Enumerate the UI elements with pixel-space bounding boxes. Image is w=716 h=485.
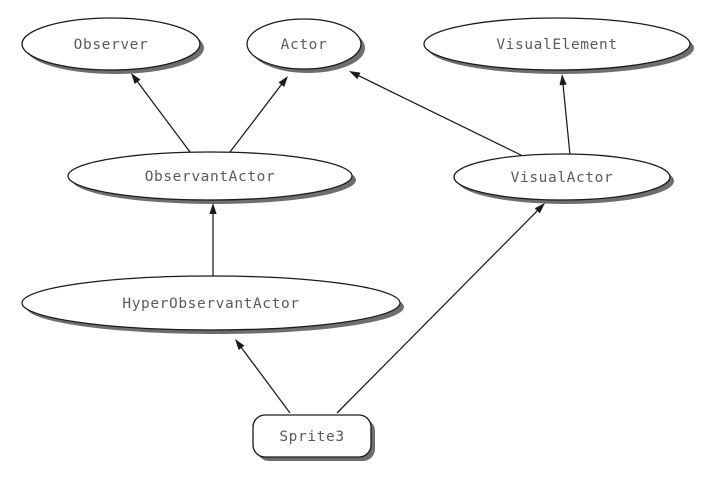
inheritance-edge-sprite3-to-visualactor[interactable] — [336, 208, 540, 414]
edge-layer — [131, 71, 571, 414]
inheritance-arrowhead-observantactor-to-actor — [278, 76, 288, 87]
class-node-label-hyperobservantactor: HyperObservantActor — [122, 296, 299, 312]
inheritance-edge-observantactor-to-actor[interactable] — [229, 82, 284, 153]
class-node-actor[interactable] — [246, 18, 362, 70]
inheritance-edge-sprite3-to-hyperobservantactor[interactable] — [239, 345, 291, 414]
inheritance-arrowhead-observantactor-to-observer — [131, 73, 141, 84]
inheritance-arrowhead-hyperobservantactor-to-observantactor — [209, 203, 217, 214]
class-node-label-sprite3: Sprite3 — [279, 429, 344, 445]
class-node-label-actor: Actor — [281, 37, 328, 53]
class-node-label-visualactor: VisualActor — [511, 170, 614, 186]
class-node-sprite3[interactable] — [252, 414, 372, 458]
class-node-label-observantactor: ObservantActor — [145, 169, 276, 185]
class-node-observer[interactable] — [21, 17, 201, 71]
inheritance-edge-visualactor-to-actor[interactable] — [356, 74, 528, 159]
inheritance-arrowhead-sprite3-to-hyperobservantactor — [235, 339, 245, 350]
class-node-label-visualelement: VisualElement — [496, 37, 617, 53]
inheritance-edge-visualactor-to-visualelement[interactable] — [562, 82, 571, 156]
class-node-label-observer: Observer — [74, 37, 149, 53]
inheritance-arrowhead-visualactor-to-visualelement — [559, 74, 567, 86]
class-node-hyperobservantactor[interactable] — [21, 275, 401, 331]
node-shadow-layer — [26, 22, 694, 461]
class-node-visualactor[interactable] — [453, 153, 671, 201]
class-node-visualelement[interactable] — [423, 17, 691, 71]
class-node-observantactor[interactable] — [67, 151, 353, 201]
inheritance-edge-observantactor-to-observer[interactable] — [135, 79, 191, 153]
inheritance-arrowhead-sprite3-to-visualactor — [534, 203, 545, 214]
inheritance-arrowhead-visualactor-to-actor — [349, 71, 361, 80]
node-layer: Observer Actor VisualElementObservantActor… — [21, 17, 691, 458]
